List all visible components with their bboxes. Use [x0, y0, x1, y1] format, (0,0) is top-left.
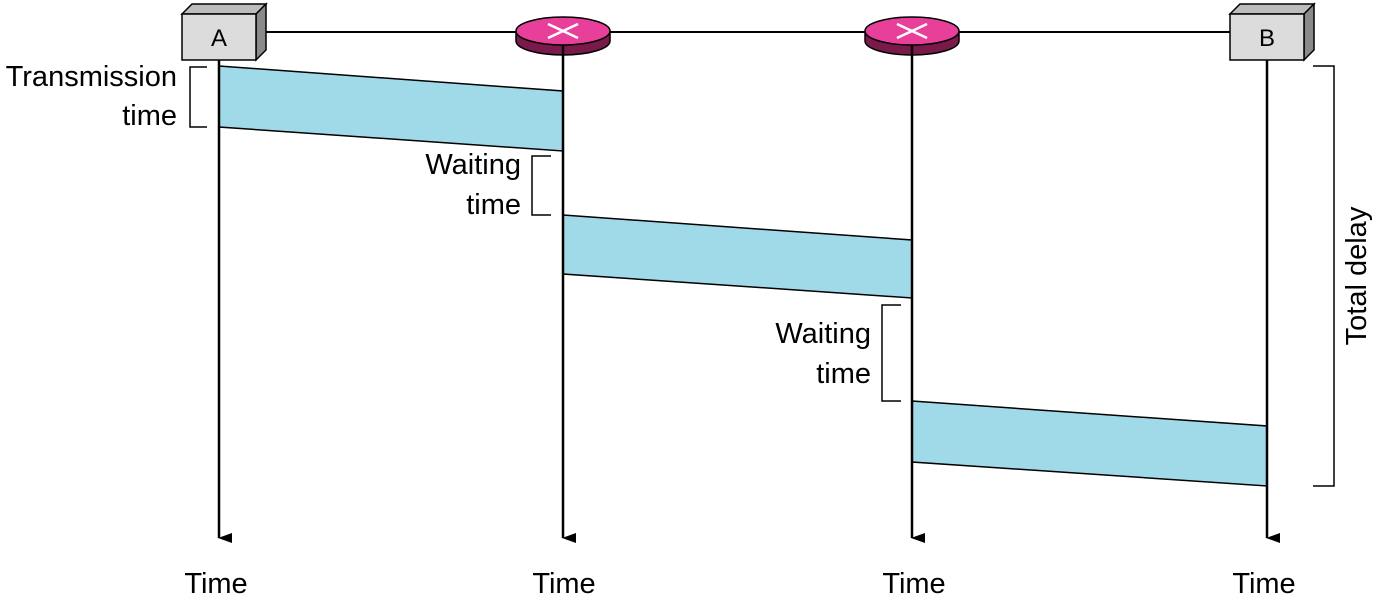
host-a-label: A [211, 25, 227, 52]
host-b-label: B [1259, 25, 1275, 52]
host-a-icon: A [180, 2, 268, 62]
waiting-time-2-label-line1: Waiting [775, 318, 871, 350]
total-delay-label: Total delay [1341, 206, 1373, 345]
total-delay-bracket [1313, 65, 1335, 487]
waiting-time-1-label-line2: time [466, 189, 521, 221]
waiting-time-2-label-line2: time [816, 358, 871, 390]
waiting-time-1-bracket [531, 155, 551, 216]
waiting-time-1-label-line1: Waiting [425, 149, 521, 181]
time-label-a: Time [184, 568, 247, 600]
transmission-time-bracket [189, 66, 207, 128]
waiting-time-2-bracket [881, 304, 901, 402]
host-b-icon: B [1228, 2, 1316, 62]
transmission-time-label-line1: Transmission [6, 61, 177, 93]
time-label-router-1: Time [532, 568, 595, 600]
transmission-time-label-line2: time [122, 100, 177, 132]
router-1-icon [515, 16, 611, 56]
packet-hop-3 [911, 400, 1268, 487]
packet-hop-1 [218, 65, 564, 152]
time-label-b: Time [1232, 568, 1295, 600]
time-label-router-2: Time [882, 568, 945, 600]
packet-hop-2 [562, 214, 913, 299]
router-2-icon [864, 16, 960, 56]
